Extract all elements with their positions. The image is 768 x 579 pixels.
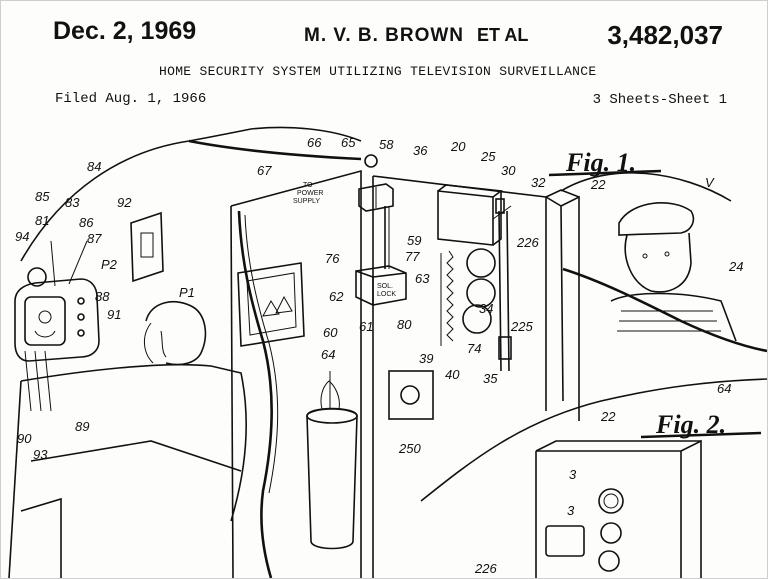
wall-switch (130, 211, 164, 283)
exterior-boundary (420, 172, 767, 502)
ref-67: 67 (257, 163, 272, 178)
ref-59: 59 (407, 233, 421, 248)
wall-picture (237, 262, 305, 347)
umbrella-stand (306, 371, 358, 550)
label-v: V (705, 175, 715, 190)
tv-receiver (14, 240, 100, 362)
ref-34: 34 (479, 301, 493, 316)
control-box (437, 184, 512, 246)
sol-label-2: LOCK (377, 291, 396, 298)
power-supply-1: TO (303, 182, 313, 189)
ref-60: 60 (323, 325, 338, 340)
ref-66: 66 (307, 135, 322, 150)
bell-push (388, 370, 434, 420)
ref-225: 225 (510, 319, 533, 334)
et-al: ET AL (477, 25, 529, 45)
ref-63: 63 (415, 271, 430, 286)
ref-32: 32 (531, 175, 546, 190)
ref-250: 250 (398, 441, 421, 456)
power-supply-2: POWER (297, 190, 323, 197)
power-box (358, 154, 394, 269)
ref-22: 22 (590, 177, 606, 192)
ref-91: 91 (107, 307, 121, 322)
inventor-name: M. V. B. BROWN (304, 25, 465, 46)
ref-40: 40 (445, 367, 460, 382)
bed (8, 350, 247, 578)
door-panel (372, 175, 580, 578)
ref-89: 89 (75, 419, 89, 434)
ref-3-upper: 3 (569, 467, 577, 482)
ref-24: 24 (728, 259, 743, 274)
conduit (498, 210, 512, 372)
ref-81: 81 (35, 213, 49, 228)
patent-date: Dec. 2, 1969 (53, 17, 197, 45)
ref-226-fig2: 226 (474, 561, 497, 576)
solenoid-lock: SOL. LOCK (355, 265, 407, 306)
ref-35: 35 (483, 371, 498, 386)
label-p1: P1 (179, 285, 195, 300)
ref-65: 65 (341, 135, 356, 150)
ref-90: 90 (17, 431, 32, 446)
label-p2: P2 (101, 257, 118, 272)
ref-80: 80 (397, 317, 412, 332)
sheet-count: 3 Sheets-Sheet 1 (592, 92, 727, 108)
ceiling-cable (20, 126, 362, 262)
ref-88: 88 (95, 289, 110, 304)
ref-25: 25 (480, 149, 496, 164)
ref-76: 76 (325, 251, 340, 266)
ref-87: 87 (87, 231, 102, 246)
ref-94: 94 (15, 229, 29, 244)
ref-20: 20 (450, 139, 466, 154)
ref-85: 85 (35, 189, 50, 204)
ref-61: 61 (359, 319, 373, 334)
ref-3-lower: 3 (567, 503, 575, 518)
ref-86: 86 (79, 215, 94, 230)
ref-30: 30 (501, 163, 516, 178)
ref-92: 92 (117, 195, 132, 210)
sol-label-1: SOL. (377, 283, 393, 290)
fig2-panel (535, 439, 702, 578)
ref-64-fig2: 64 (717, 381, 731, 396)
ref-93: 93 (33, 447, 48, 462)
ref-62: 62 (329, 289, 344, 304)
visitor-figure (610, 202, 737, 342)
woman-figure (144, 300, 207, 366)
ref-83: 83 (65, 195, 80, 210)
ref-64: 64 (321, 347, 335, 362)
ref-36: 36 (413, 143, 428, 158)
patent-title: HOME SECURITY SYSTEM UTILIZING TELEVISIO… (159, 64, 597, 79)
ref-74: 74 (467, 341, 481, 356)
ref-84: 84 (87, 159, 101, 174)
partition-wall (230, 169, 362, 578)
lamp-bank (440, 248, 496, 346)
ref-77: 77 (405, 249, 420, 264)
ref-39: 39 (419, 351, 433, 366)
filed-date: Filed Aug. 1, 1966 (55, 91, 207, 107)
ref-226: 226 (516, 235, 539, 250)
ref-22-fig2: 22 (600, 409, 616, 424)
ref-58: 58 (379, 137, 394, 152)
power-supply-3: SUPPLY (293, 198, 320, 205)
patent-number: 3,482,037 (607, 20, 723, 50)
